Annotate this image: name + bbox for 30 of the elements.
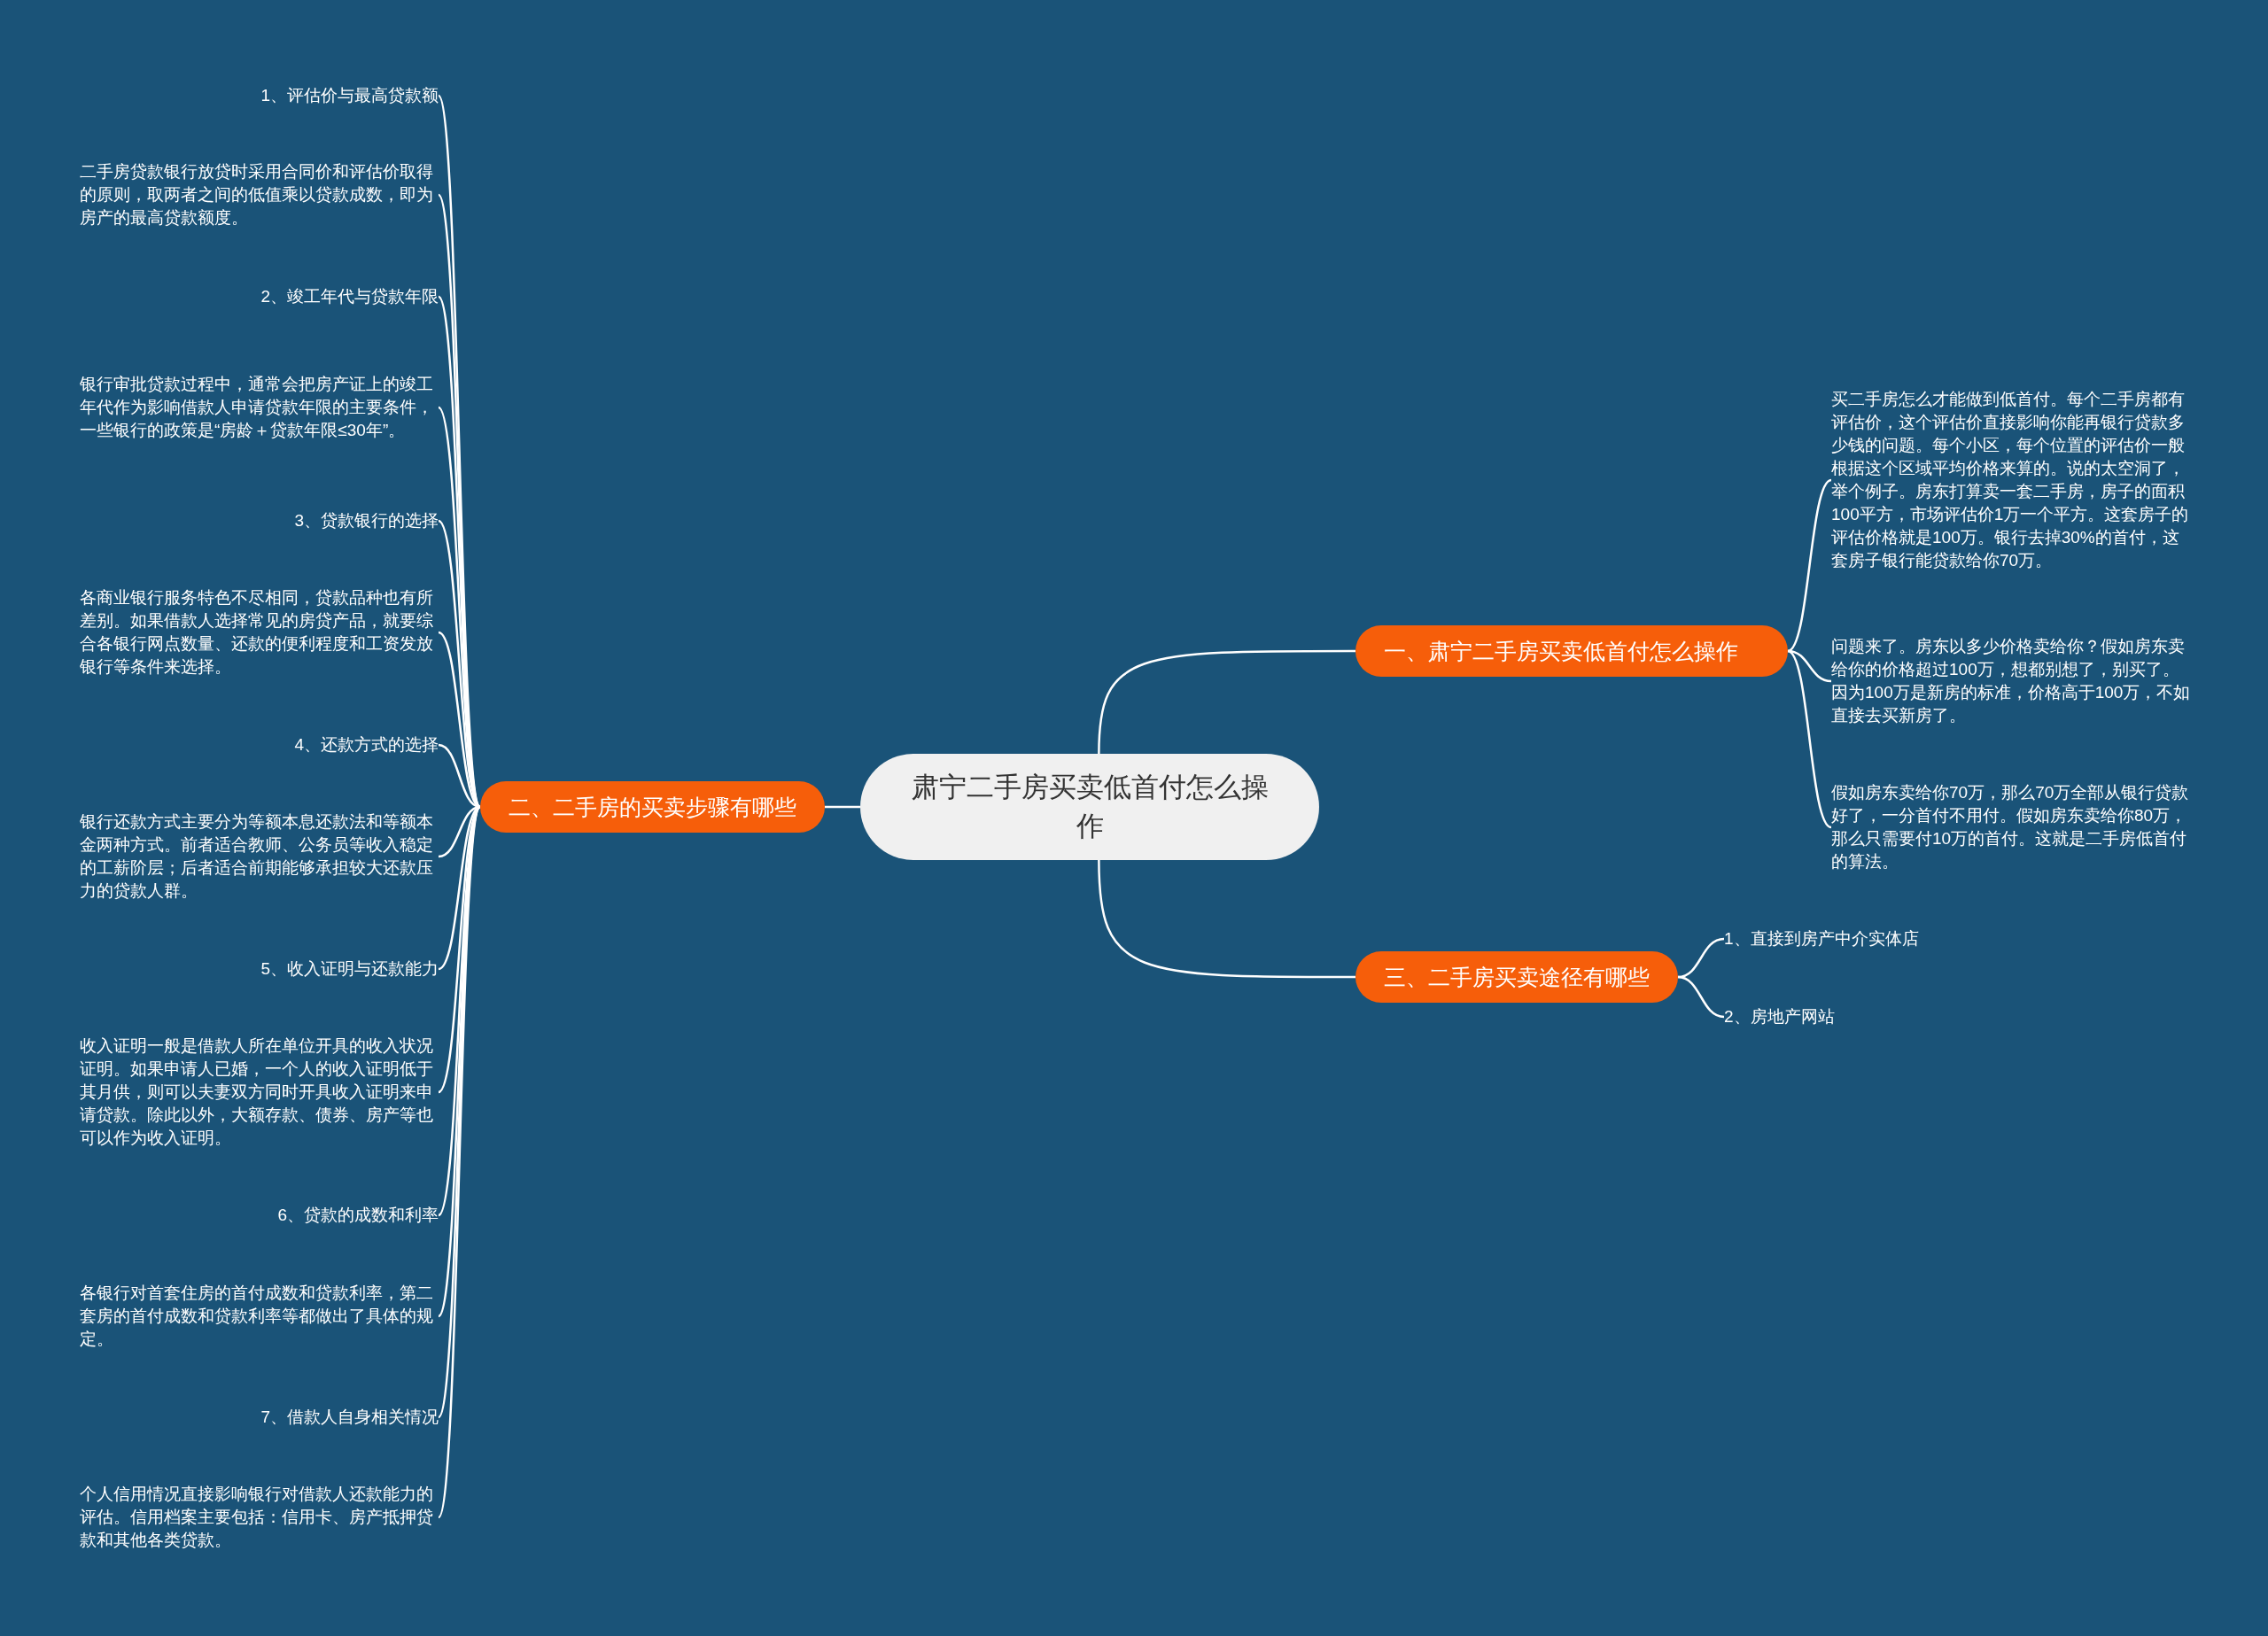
topic-text: 2、房地产网站	[1724, 1005, 2008, 1028]
connector-line	[1098, 859, 1355, 979]
topic-text: 问题来了。房东以多少价格卖给你？假如房东卖给你的价格超过100万，想都别想了，别买了。因为100万是新房的标准，价格高于100万，不如直接去买新房了。	[1831, 635, 2194, 727]
connector-line	[1098, 649, 1355, 755]
topic-text: 各银行对首套住房的首付成数和贷款利率，第二套房的首付成数和贷款利率等都做出了具体的规定。	[80, 1282, 439, 1351]
connector-line	[1677, 975, 1725, 1019]
topic-text: 二手房贷款银行放贷时采用合同价和评估价取得的原则，取两者之间的低值乘以贷款成数，即为房产的最高贷款额度。	[80, 160, 439, 229]
topic-text: 5、收入证明与还款能力	[80, 958, 439, 981]
connector-line	[825, 805, 860, 809]
connector-line	[1787, 649, 1832, 829]
topic-text: 买二手房怎么才能做到低首付。每个二手房都有评估价，这个评估价直接影响你能再银行贷款多少钱的问题。每个小区，每个位置的评估价一般根据这个区域平均价格来算的。说的太空洞了，举个例子。房东打算卖一套二手房，房子的面积100平方，市场评估价1万一个平方。这套房子的评估价格就是100万。银行去掉30%的首付，这套房子银行能贷款给你70万。	[1831, 388, 2194, 572]
topic-text: 4、还款方式的选择	[80, 733, 439, 756]
topic-text: 6、贷款的成数和利率	[80, 1204, 439, 1227]
central-topic: 肃宁二手房买卖低首付怎么操作	[860, 754, 1319, 860]
topic-text: 收入证明一般是借款人所在单位开具的收入状况证明。如果申请人已婚，一个人的收入证明低于其月供，则可以夫妻双方同时开具收入证明来申请贷款。除此以外，大额存款、债券、房产等也可以作为收入证明。	[80, 1035, 439, 1150]
topic-text: 7、借款人自身相关情况	[80, 1406, 439, 1429]
topic-text: 假如房东卖给你70万，那么70万全部从银行贷款好了，一分首付不用付。假如房东卖给你80万，那么只需要付10万的首付。这就是二手房低首付的算法。	[1831, 781, 2194, 873]
topic-text: 1、直接到房产中介实体店	[1724, 927, 2008, 950]
topic-text: 3、贷款银行的选择	[80, 509, 439, 532]
branch-topic: 二、二手房的买卖步骤有哪些	[480, 781, 825, 833]
topic-text: 各商业银行服务特色不尽相同，贷款品种也有所差别。如果借款人选择常见的房贷产品，就要综合各银行网点数量、还款的便利程度和工资发放银行等条件来选择。	[80, 586, 439, 678]
connector-line	[1677, 937, 1725, 979]
branch-topic: 三、二手房买卖途径有哪些	[1355, 951, 1678, 1003]
topic-text: 2、竣工年代与贷款年限	[80, 285, 439, 308]
topic-text: 个人信用情况直接影响银行对借款人还款能力的评估。信用档案主要包括：信用卡、房产抵押贷款和其他各类贷款。	[80, 1483, 439, 1552]
topic-text: 1、评估价与最高贷款额	[80, 84, 439, 107]
topic-text: 银行还款方式主要分为等额本息还款法和等额本金两种方式。前者适合教师、公务员等收入稳定的工薪阶层；后者适合前期能够承担较大还款压力的贷款人群。	[80, 810, 439, 903]
branch-topic: 一、肃宁二手房买卖低首付怎么操作	[1355, 625, 1788, 677]
connector-line	[1787, 478, 1832, 653]
topic-text: 银行审批贷款过程中，通常会把房产证上的竣工年代作为影响借款人申请贷款年限的主要条件，一些银行的政策是“房龄＋贷款年限≤30年”。	[80, 373, 439, 442]
